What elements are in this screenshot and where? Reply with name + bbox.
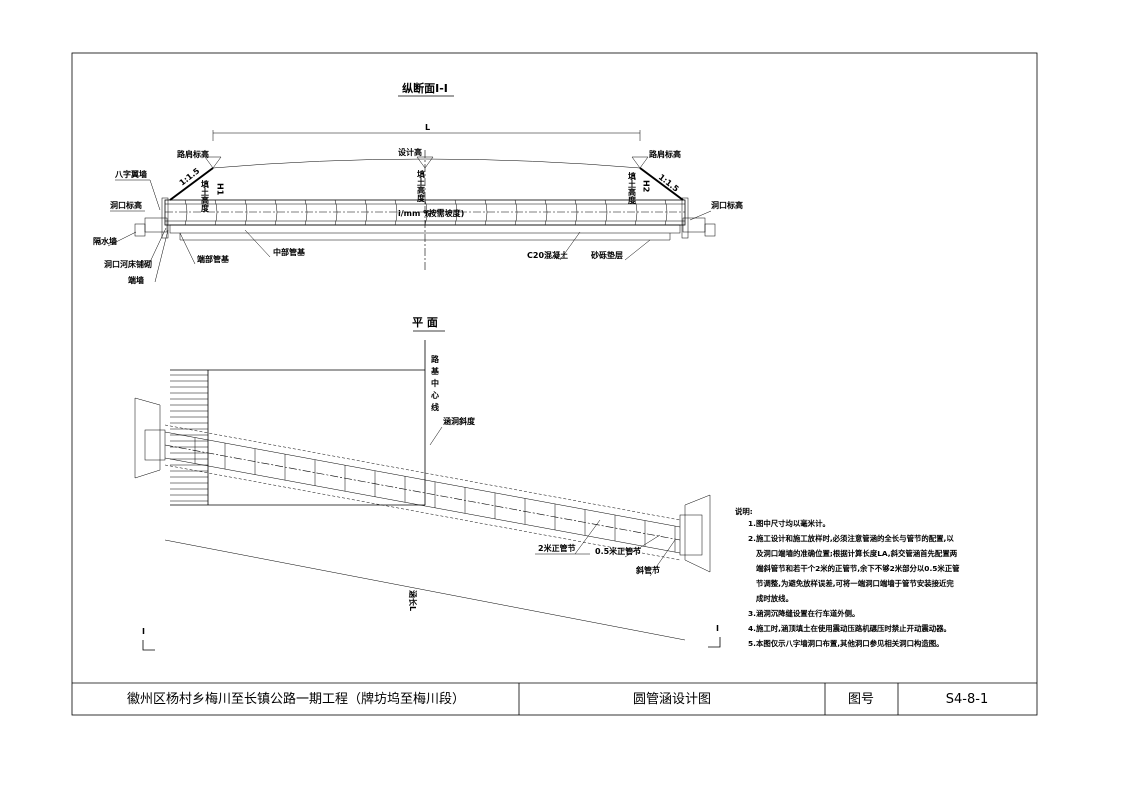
plan-title: 平 面 xyxy=(412,316,438,329)
pipe-joint xyxy=(214,199,218,226)
note-line: 5.本图仅示八字墙洞口布置,其他洞口参见相关洞口构造图。 xyxy=(748,639,944,648)
title-block: 徽州区杨村乡梅川至长镇公路一期工程（牌坊坞至梅川段） 圆管涵设计图 图号 S4-… xyxy=(72,682,1037,715)
pipe-joint xyxy=(364,199,368,226)
label-design-elev: 设计高 xyxy=(398,147,422,157)
label-opening-elev-right: 洞口标高 xyxy=(711,200,743,210)
pipe-joint xyxy=(454,199,458,226)
label-c20-concrete: C20混凝土 xyxy=(527,250,568,260)
pipe-joint xyxy=(574,199,578,226)
pipe-joint xyxy=(664,199,668,226)
label-pipe-slope-note: (按需坡度) xyxy=(425,208,464,218)
label-opening-elev-left: 洞口标高 xyxy=(110,200,142,210)
label-cutoff-wall: 隔水墙 xyxy=(93,236,117,246)
note-line: 及洞口端墙的准确位置;根据计算长度LA,斜交管涵首先配置两 xyxy=(756,549,958,558)
label-wing-wall: 八字翼墙 xyxy=(114,169,147,179)
note-line: 2.施工设计和施工放样时,必须注意管涵的全长与管节的配置,以 xyxy=(748,534,954,543)
pipe-joint xyxy=(484,199,488,226)
label-skew-angle: 涵洞斜度 xyxy=(443,416,476,426)
note-line: 4.施工时,涵顶填土在使用震动压路机碾压时禁止开动震动器。 xyxy=(748,624,951,633)
drawing-name: 圆管涵设计图 xyxy=(633,692,711,707)
label-end-base: 端部管基 xyxy=(197,254,230,264)
label-road-elev-right: 路肩标高 xyxy=(649,149,681,159)
note-line: 节调整,为避免放样误差,可将一端洞口端墙于管节安装接近完 xyxy=(756,579,954,588)
length-label: L xyxy=(425,123,430,132)
label-road-elev-left: 路肩标高 xyxy=(177,149,209,159)
label-fill-height-mid: 填土高度 xyxy=(416,169,426,203)
notes-heading: 说明: xyxy=(735,507,753,516)
pipe-joint xyxy=(184,199,188,226)
label-h1: H1 xyxy=(216,183,225,196)
label-riverbed-paving: 洞口河床铺砌 xyxy=(104,259,152,269)
pipe-joint xyxy=(634,199,638,226)
pipe-joint xyxy=(394,199,398,226)
label-gravel-cushion: 砂砾垫层 xyxy=(590,250,623,260)
project-name: 徽州区杨村乡梅川至长镇公路一期工程（牌坊坞至梅川段） xyxy=(127,691,465,707)
note-line: 3.涵洞沉降缝设置在行车道外侧。 xyxy=(748,609,859,618)
label-fill-height-left: 填土高度 xyxy=(200,179,210,213)
label-culvert-length: 涵长L xyxy=(408,590,418,611)
label-centerline: 路基中心线 xyxy=(430,354,440,415)
pipe-joint xyxy=(544,199,548,226)
profile-title: 纵断面I-I xyxy=(402,81,448,95)
section-mark-left: I xyxy=(142,627,145,636)
label-skew-pipe: 斜管节 xyxy=(635,565,660,575)
note-line: 成时放线。 xyxy=(756,594,793,603)
label-middle-base: 中部管基 xyxy=(273,247,306,257)
label-pipe-2m: 2米正管节 xyxy=(538,543,576,553)
pipe-joint xyxy=(244,199,248,226)
pipe-joint xyxy=(424,199,428,226)
pipe-joint xyxy=(304,199,308,226)
note-line: 端斜管节和若干个2米的正管节,余下不够2米部分以0.5米正管 xyxy=(756,564,960,573)
label-fill-height-right: 填土高度 xyxy=(627,171,637,205)
plan-view: 平 面 路基中心线 涵洞斜度 2米正管节 0.5米正管节 斜管节 涵长L xyxy=(134,316,721,651)
sheet-border xyxy=(71,52,1038,716)
notes: 说明: 1.图中尺寸均以毫米计。 2.施工设计和施工放样时,必须注意管涵的全长与管… xyxy=(735,507,960,648)
note-line: 1.图中尺寸均以毫米计。 xyxy=(748,519,830,528)
pipe-joint xyxy=(274,199,278,226)
pipe-joint xyxy=(334,199,338,226)
section-mark-right: I xyxy=(716,624,719,633)
drawing-no: S4-8-1 xyxy=(946,692,988,707)
drawing-no-label: 图号 xyxy=(848,692,874,707)
label-end-wall: 端墙 xyxy=(128,275,144,285)
label-h2: H2 xyxy=(642,180,651,192)
pipe-joint xyxy=(604,199,608,226)
profile-view: 纵断面I-I L 路肩标高 路肩标高 设计高 八字翼墙 xyxy=(93,81,743,285)
pipe-joint xyxy=(514,199,518,226)
label-pipe-05m: 0.5米正管节 xyxy=(595,546,641,556)
label-pipe-slope: i/mm % xyxy=(398,209,431,218)
